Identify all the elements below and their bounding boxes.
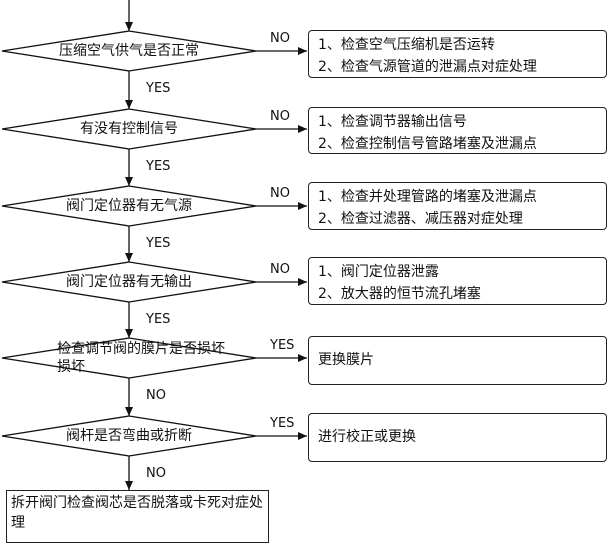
decision-question: 有没有控制信号: [80, 121, 178, 137]
decision-question: 阀门定位器有无输出: [66, 274, 192, 290]
action-item: 2、检查控制信号管路堵塞及泄漏点: [318, 136, 537, 152]
action-box: 更换膜片: [308, 336, 607, 385]
action-box: 1、检查空气压缩机是否运转 2、检查气源管道的泄漏点对症处理: [308, 30, 607, 78]
flow-label: YES: [146, 159, 171, 174]
action-item: 2、放大器的恒节流孔堵塞: [318, 286, 481, 302]
branch-label: NO: [270, 262, 290, 277]
branch-label: NO: [270, 109, 290, 124]
action-item: 更换膜片: [318, 352, 374, 368]
action-box: 1、检查并处理管路的堵塞及泄漏点 2、检查过滤器、减压器对症处理: [308, 182, 607, 230]
flow-label: YES: [146, 236, 171, 251]
flow-label: NO: [146, 388, 166, 403]
flow-label: YES: [146, 81, 171, 96]
branch-label: NO: [270, 31, 290, 46]
action-item: 2、检查气源管道的泄漏点对症处理: [318, 59, 537, 75]
action-item: 1、检查调节器输出信号: [318, 114, 467, 130]
decision-question: 阀杆是否弯曲或折断: [66, 428, 192, 444]
branch-label: YES: [270, 338, 295, 353]
flow-label: YES: [146, 312, 171, 327]
action-box: 1、阀门定位器泄露 2、放大器的恒节流孔堵塞: [308, 257, 607, 305]
decision-question: 阀门定位器有无气源: [66, 198, 192, 214]
decision-question: 压缩空气供气是否正常: [59, 43, 199, 59]
action-item: 1、检查并处理管路的堵塞及泄漏点: [318, 189, 537, 205]
action-box: 1、检查调节器输出信号 2、检查控制信号管路堵塞及泄漏点: [308, 107, 607, 154]
decision-question: 检查调节阀的膜片是否损坏损坏: [57, 341, 225, 375]
action-box: 进行校正或更换: [308, 413, 607, 462]
action-item: 1、阀门定位器泄露: [318, 264, 439, 280]
action-item: 2、检查过滤器、减压器对症处理: [318, 211, 523, 227]
branch-label: NO: [270, 186, 290, 201]
action-item: 1、检查空气压缩机是否运转: [318, 37, 495, 53]
final-step-box: 拆开阀门检查阀芯是否脱落或卡死对症处理: [6, 490, 269, 543]
branch-label: YES: [270, 416, 295, 431]
action-item: 进行校正或更换: [318, 429, 416, 445]
flow-label: NO: [146, 466, 166, 481]
